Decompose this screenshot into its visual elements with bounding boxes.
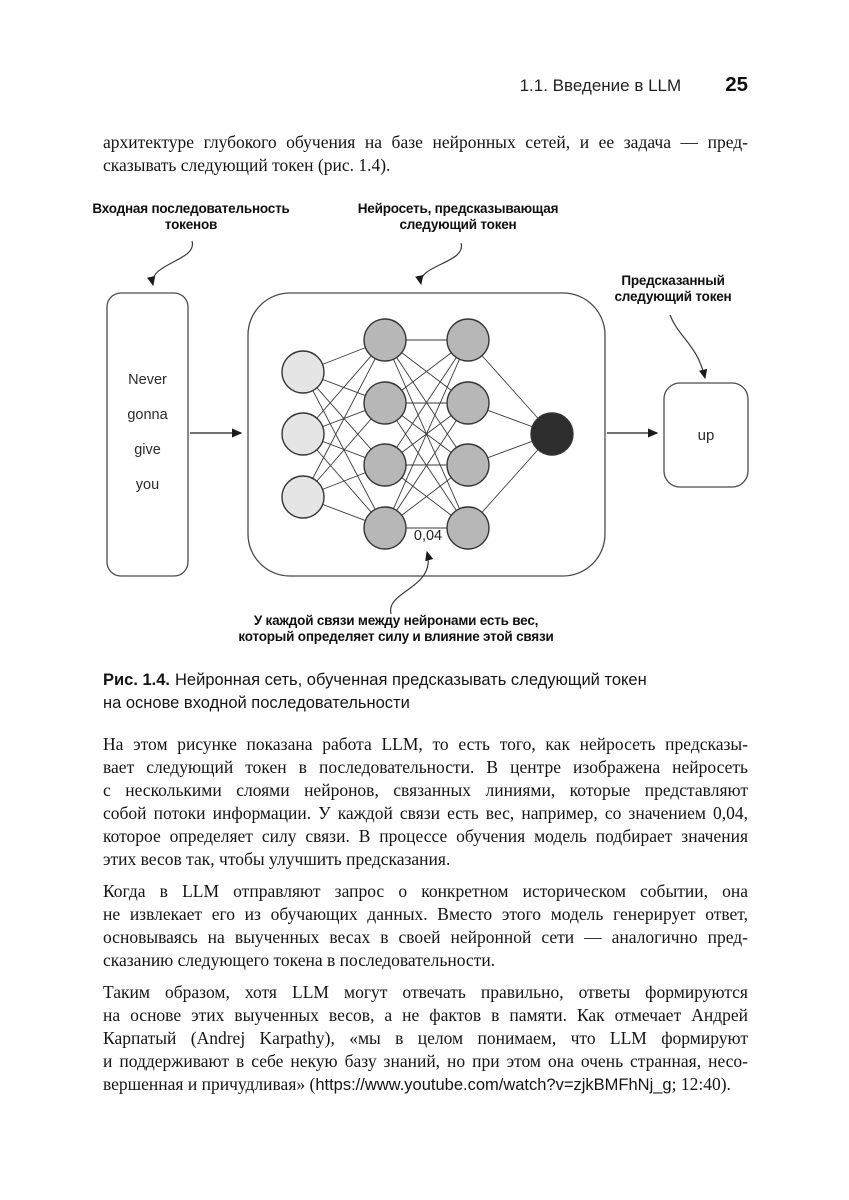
output-neuron [530,412,574,456]
input-neuron [281,350,325,394]
predicted-token-label: Предсказанный следующий токен [614,273,732,304]
connection-line [384,402,469,529]
url-text: https://www.youtube.com/watch?v=zjkBMFhN… [315,1076,672,1094]
input-tokens-text: Never gonna give you [127,372,168,493]
text-line: вает следующий токен в последовательност… [103,757,748,777]
input-neuron [281,475,325,519]
hidden-2-neuron [446,381,490,425]
predicted-callout-arrow [669,314,708,380]
hidden-2-neuron [446,318,490,362]
input-sequence-label: Входная последовательность токенов [92,201,290,232]
network-label: Нейросеть, предсказывающая следующий ток… [357,201,559,232]
text-line: сказывать следующий токен (рис. 1.4). [103,155,391,175]
text-line: На этом рисунке показана работа LLM, то … [103,734,748,754]
text-line: Карпатый (Andrej Karpathy), «мы в целом … [103,1028,748,1048]
connection-line [384,339,469,466]
network-callout-arrow [415,242,462,286]
hidden-2-neuron [446,506,490,550]
paragraph: На этом рисунке показана работа LLM, то … [103,733,748,871]
intro-paragraph: архитектуре глубокого обучения на базе н… [103,131,748,177]
text-line: с несколькими слоями нейронов, связанных… [103,780,748,800]
figure-1-4: Входная последовательность токенов Нейро… [0,195,849,665]
text-line: архитектуре глубокого обучения на базе н… [103,132,748,152]
text-line: этих весов так, чтобы улучшить предсказа… [103,849,451,869]
text-line: сказанию следующего токена в последовате… [103,950,496,970]
hidden-1-neuron [363,506,407,550]
paragraph: Когда в LLM отправляют запрос о конкретн… [103,880,748,972]
hidden-1-neuron [363,381,407,425]
network-neurons [281,318,574,550]
text-line: не извлекает его из обучающих данных. Вм… [103,904,748,924]
predicted-token-text: up [697,426,715,444]
text-segment: ; 12:40). [671,1074,731,1094]
connection-line [384,339,469,529]
text-line: и поддерживают в себе некую базу знаний,… [103,1051,748,1071]
text-segment: вершенная и причудливая» ( [103,1074,316,1094]
hidden-1-neuron [363,443,407,487]
figure-diagram [106,240,749,615]
text-line: Таким образом, хотя LLM могут отвечать п… [103,982,748,1002]
input-sequence-box [106,292,189,577]
text-line: вершенная и причудливая» (https://www.yo… [103,1073,748,1097]
page-number: 25 [725,73,748,96]
input-callout-arrow [147,240,193,287]
section-title: 1.1. Введение в LLM [519,76,682,95]
figure-caption-number: Рис. 1.4. [103,671,171,689]
input-neuron [281,412,325,456]
weight-value: 0,04 [413,528,443,544]
paragraph: Таким образом, хотя LLM могут отвечать п… [103,981,748,1097]
weight-note-label: У каждой связи между нейронами есть вес,… [238,613,554,644]
text-line: которое определяет силу связи. В процесс… [103,826,748,846]
hidden-2-neuron [446,443,490,487]
hidden-1-neuron [363,318,407,362]
figure-caption-text: Нейронная сеть, обученная предсказывать … [103,671,647,712]
running-head: 1.1. Введение в LLM 25 [103,73,748,97]
figure-caption: Рис. 1.4.Нейронная сеть, обученная предс… [103,669,723,715]
connection-line [302,339,386,498]
predicted-token-box [663,382,749,488]
text-line: Когда в LLM отправляют запрос о конкретн… [103,881,748,901]
body-paragraphs: На этом рисунке показана работа LLM, то … [103,733,748,1106]
weight-callout-arrow [390,550,434,615]
text-line: основываясь на выученных весах в своей н… [103,927,748,947]
text-line: на основе этих выученных весов, а не фак… [103,1005,748,1025]
text-line: собой потоки информации. У каждой связи … [103,803,748,823]
